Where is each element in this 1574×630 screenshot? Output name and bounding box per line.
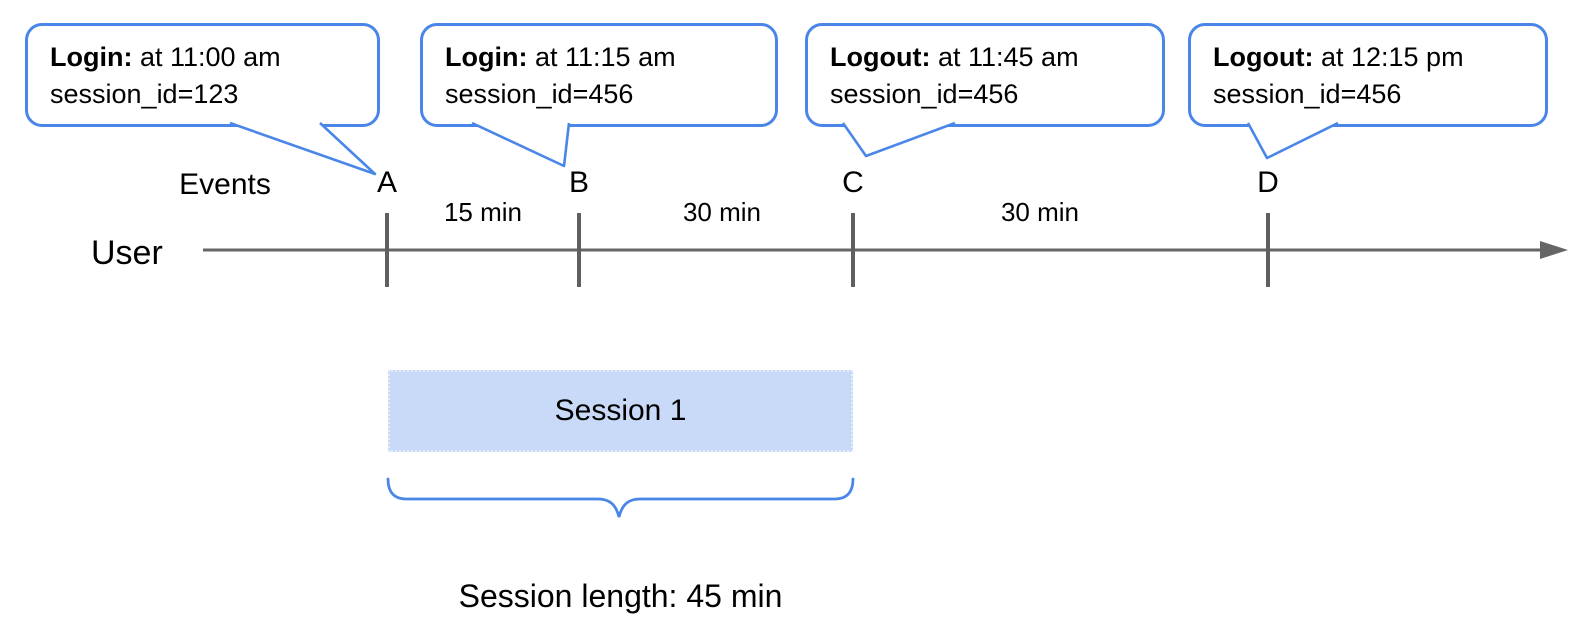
- callout-line1: Login: at 11:00 am: [50, 39, 355, 76]
- callout-line1: Logout: at 12:15 pm: [1213, 39, 1523, 76]
- event-time: at 11:15 am: [534, 42, 676, 72]
- callout-line2: session_id=456: [830, 79, 1019, 109]
- callout-login-a: Login: at 11:00 am session_id=123: [25, 23, 380, 127]
- marker-a: A: [376, 166, 397, 199]
- callout-line1: Login: at 11:15 am: [445, 39, 753, 76]
- events-label: Events: [179, 168, 271, 201]
- session-length-label: Session length: 45 min: [458, 578, 783, 614]
- callout-logout-c: Logout: at 11:45 am session_id=456: [805, 23, 1165, 127]
- marker-d: D: [1257, 166, 1279, 199]
- user-label: User: [91, 234, 163, 272]
- event-type: Logout:: [830, 42, 931, 72]
- event-time: at 12:15 pm: [1320, 42, 1464, 72]
- marker-c: C: [842, 166, 864, 199]
- interval-b-c: 30 min: [682, 197, 762, 227]
- callout-login-b: Login: at 11:15 am session_id=456: [420, 23, 778, 127]
- interval-c-d: 30 min: [1000, 197, 1080, 227]
- interval-a-b: 15 min: [443, 197, 523, 227]
- event-time: at 11:00 am: [139, 42, 281, 72]
- callout-tail-a: [229, 121, 377, 176]
- callout-line2: session_id=456: [445, 79, 634, 109]
- callout-line2: session_id=456: [1213, 79, 1402, 109]
- callout-logout-d: Logout: at 12:15 pm session_id=456: [1188, 23, 1548, 127]
- event-type: Login:: [50, 42, 133, 72]
- event-type: Logout:: [1213, 42, 1314, 72]
- timeline-arrowhead-icon: [1540, 241, 1568, 259]
- callout-line2: session_id=123: [50, 79, 239, 109]
- callout-tail-d: [1246, 121, 1339, 160]
- callout-tail-c: [841, 121, 956, 158]
- callout-tail-b: [471, 121, 571, 168]
- session-brace: [386, 477, 855, 518]
- event-type: Login:: [445, 42, 528, 72]
- callout-line1: Logout: at 11:45 am: [830, 39, 1140, 76]
- session-box-label: Session 1: [554, 394, 687, 427]
- event-time: at 11:45 am: [937, 42, 1079, 72]
- marker-b: B: [568, 166, 589, 199]
- session-1-box: Session 1: [388, 370, 853, 452]
